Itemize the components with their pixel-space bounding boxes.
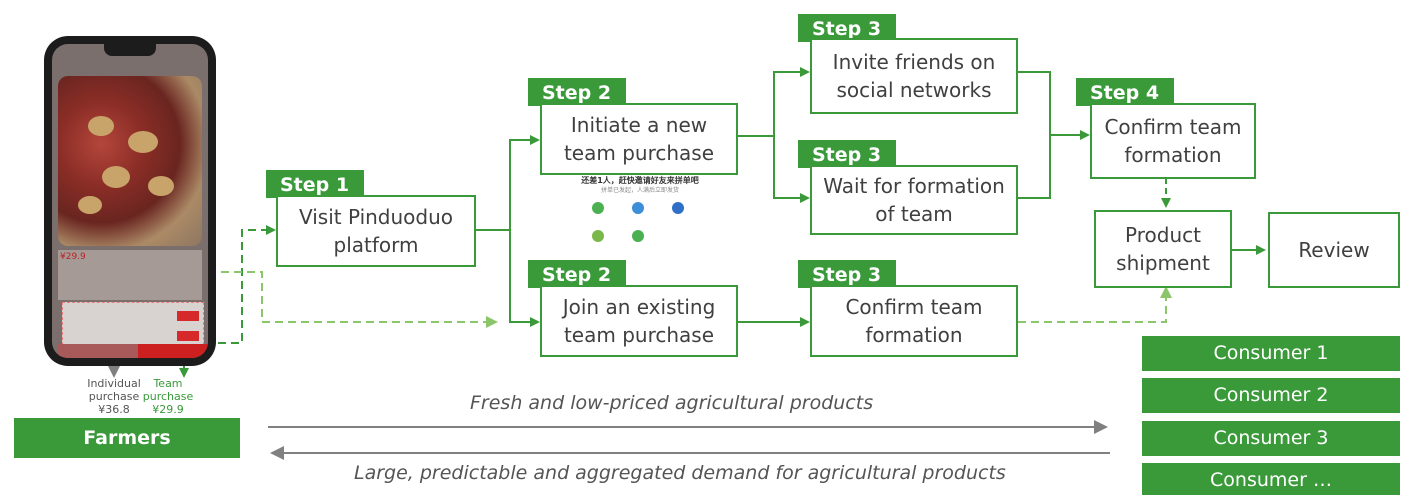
qzone-icon [672,202,684,214]
qq-icon [632,202,644,214]
flow-label-to-consumers: Fresh and low-priced agricultural produc… [470,392,874,414]
farmers-box: Farmers [14,418,240,458]
review-box: Review [1268,212,1400,288]
team-purchase-label: Team purchase ¥29.9 [142,377,194,416]
connector-step2-new-to-invite [738,67,810,137]
individual-purchase-label: Individual purchase ¥36.8 [87,377,141,416]
connector-confirm-to-shipment [1018,286,1172,323]
share-panel-sub: 拼单已发起，人满后立即发货 [600,187,679,194]
connector-step2-new-to-wait [738,135,810,203]
step2-join-team: Join an existing team purchase [540,285,738,357]
step3-wait-tag: Step 3 [798,140,896,168]
share-panel-screenshot: 还差1人，赶快邀请好友来拼单吧 拼单已发起，人满后立即发货 [578,176,702,252]
step4-confirm-formation: Confirm team formation [1090,103,1256,179]
step2-initiate-team: Initiate a new team purchase [540,103,738,175]
phone-notch [104,44,156,56]
flow-label-to-farmers: Large, predictable and aggregated demand… [354,462,1006,484]
phone-screen: ¥29.9 [52,44,208,358]
offer-join-button-2[interactable] [177,331,199,341]
individual-purchase-button[interactable] [58,344,138,358]
connector-step1-to-step2-new [476,135,540,231]
product-image [58,76,202,246]
step2-new-tag: Step 2 [528,78,626,106]
album-icon [632,230,644,242]
connector-wait-to-step4 [1018,135,1051,199]
connector-team-to-step1 [205,225,276,344]
team-purchase-button[interactable] [138,344,208,358]
connector-step1-to-step2-join [476,229,540,327]
phone-mockup: ¥29.9 [44,36,216,366]
moments-icon [592,230,604,242]
step3-confirm-tag: Step 3 [798,260,896,288]
share-panel-header: 还差1人，赶快邀请好友来拼单吧 [581,176,699,185]
step3-invite-friends: Invite friends on social networks [810,38,1018,114]
team-offers-popup [62,302,204,350]
step3-invite-tag: Step 3 [798,14,896,42]
step2-join-tag: Step 2 [528,260,626,288]
step1-visit-platform: Visit Pinduoduo platform [276,195,476,267]
consumer-1: Consumer 1 [1142,336,1400,371]
consumer-2: Consumer 2 [1142,378,1400,413]
consumer-3: Consumer 3 [1142,421,1400,456]
step3-wait-formation: Wait for formation of team [810,165,1018,235]
connector-invite-to-step4 [1018,71,1051,135]
product-price: ¥29.9 [60,252,86,262]
wechat-icon [592,202,604,214]
product-info [58,250,202,300]
step4-tag: Step 4 [1076,78,1174,106]
product-shipment-box: Product shipment [1094,210,1232,288]
consumer-more: Consumer … [1142,463,1400,495]
step3-confirm-formation: Confirm team formation [810,285,1018,357]
offer-join-button-1[interactable] [177,311,199,321]
step1-tag: Step 1 [266,170,364,198]
